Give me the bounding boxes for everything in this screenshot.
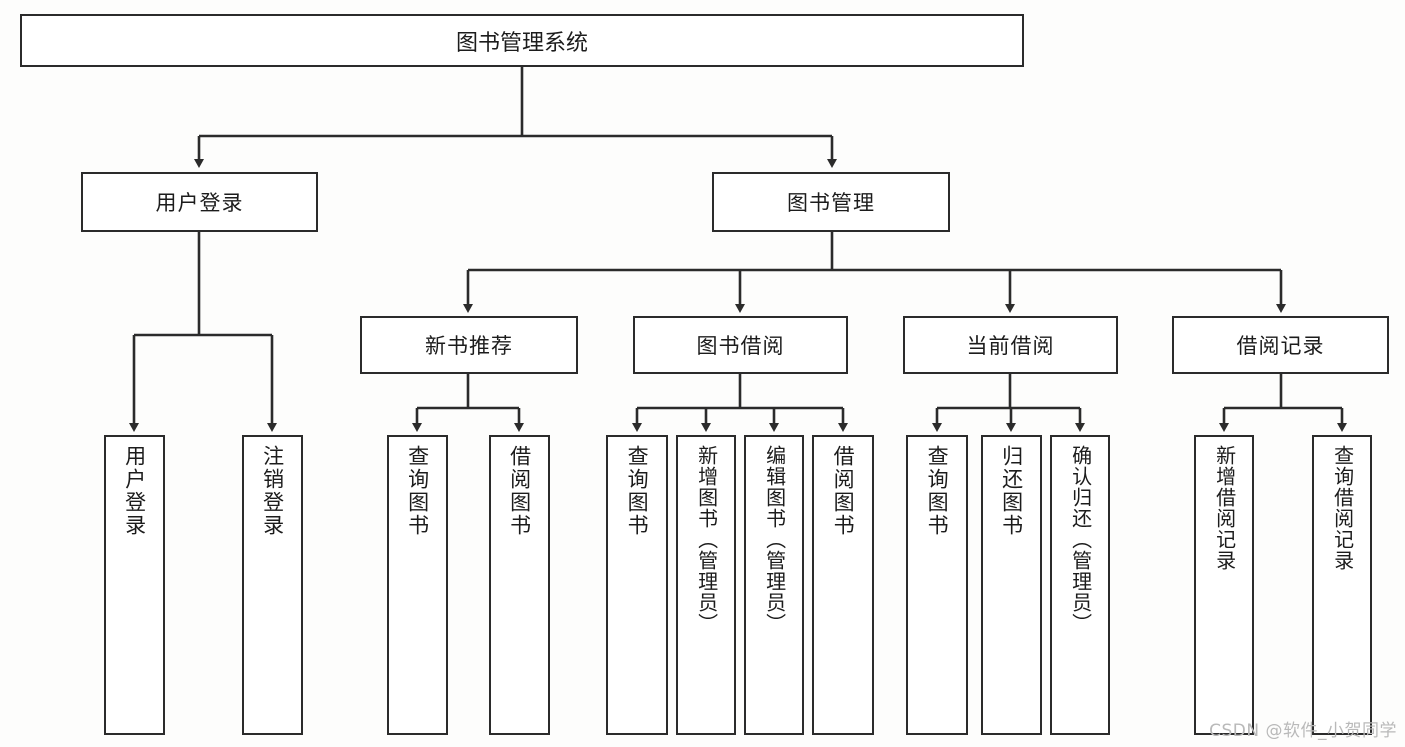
node-leaf-borrow-book-2[interactable]: 借阅图书 [812, 435, 874, 735]
node-leaf-user-login-label: 用户登录 [122, 445, 147, 537]
node-leaf-query-book-3-label: 查询图书 [925, 445, 950, 537]
node-leaf-query-record-label: 查询借阅记录 [1330, 445, 1355, 571]
node-leaf-user-login[interactable]: 用户登录 [104, 435, 165, 735]
node-book-borrow[interactable]: 图书借阅 [633, 316, 848, 374]
node-leaf-add-record-label: 新增借阅记录 [1212, 445, 1237, 571]
node-leaf-return-book-label: 归还图书 [999, 445, 1024, 537]
node-root[interactable]: 图书管理系统 [20, 14, 1024, 67]
node-leaf-confirm-return[interactable]: 确认归还（管理员） [1050, 435, 1110, 735]
node-leaf-query-book-1-label: 查询图书 [405, 445, 430, 537]
node-book-manage[interactable]: 图书管理 [712, 172, 950, 232]
node-leaf-user-logout[interactable]: 注销登录 [242, 435, 303, 735]
node-user-login[interactable]: 用户登录 [81, 172, 318, 232]
node-leaf-query-book-2[interactable]: 查询图书 [606, 435, 668, 735]
node-current-borrow[interactable]: 当前借阅 [903, 316, 1118, 374]
node-leaf-add-book[interactable]: 新增图书（管理员） [676, 435, 736, 735]
node-borrow-record[interactable]: 借阅记录 [1172, 316, 1389, 374]
node-leaf-query-book-1[interactable]: 查询图书 [387, 435, 448, 735]
node-leaf-edit-book-label: 编辑图书（管理员） [762, 445, 787, 634]
node-leaf-query-book-3[interactable]: 查询图书 [906, 435, 968, 735]
node-leaf-add-book-label: 新增图书（管理员） [694, 445, 719, 634]
node-leaf-borrow-book-2-label: 借阅图书 [831, 445, 856, 537]
node-leaf-borrow-book-1[interactable]: 借阅图书 [489, 435, 550, 735]
csdn-watermark: CSDN @软件_小贺同学 [1209, 721, 1397, 741]
node-leaf-query-record[interactable]: 查询借阅记录 [1312, 435, 1372, 735]
node-leaf-query-book-2-label: 查询图书 [625, 445, 650, 537]
node-new-book-recommend[interactable]: 新书推荐 [360, 316, 578, 374]
node-leaf-user-logout-label: 注销登录 [260, 445, 285, 537]
node-leaf-confirm-return-label: 确认归还（管理员） [1068, 445, 1093, 634]
node-leaf-edit-book[interactable]: 编辑图书（管理员） [744, 435, 804, 735]
node-leaf-add-record[interactable]: 新增借阅记录 [1194, 435, 1254, 735]
node-leaf-return-book[interactable]: 归还图书 [981, 435, 1042, 735]
node-leaf-borrow-book-1-label: 借阅图书 [507, 445, 532, 537]
